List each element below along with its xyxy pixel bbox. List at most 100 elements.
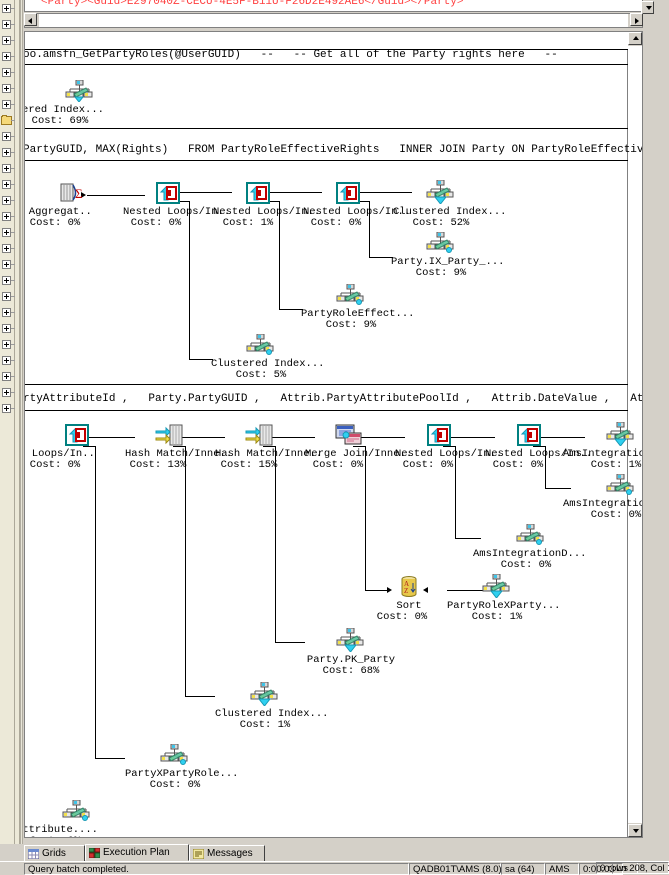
tree-expand-toggle[interactable] [2, 228, 11, 237]
tree-connector [11, 152, 15, 153]
plan-node-label: Party.IX_Party_... [391, 256, 505, 268]
plan-node[interactable]: Nested Loops/In.. Cost: 1% [213, 182, 320, 229]
plan-scroll-up-button[interactable] [628, 32, 642, 45]
tab-grids[interactable]: Grids [24, 845, 85, 861]
tree-expand-toggle[interactable] [2, 36, 11, 45]
plan-node-cost: Cost: 0% [149, 779, 201, 791]
nested-loops-icon [123, 182, 213, 207]
scroll-right-button[interactable] [630, 13, 643, 26]
plan-node[interactable]: PartyRoleXParty... Cost: 1% [447, 573, 560, 623]
connector [365, 446, 366, 590]
results-tab-strip: Grids Execution Plan Messages [0, 844, 669, 861]
pane-splitter-vertical[interactable] [20, 0, 23, 846]
tree-connector [11, 296, 15, 297]
plan-node[interactable]: Clustered Index... Cost: 5% [211, 333, 324, 381]
plan-node[interactable]: Nested Loops/In.. Cost: 0% [303, 182, 410, 229]
tree-connector [11, 376, 15, 377]
plan-scrollbar-track[interactable] [628, 46, 642, 823]
tree-expand-toggle[interactable] [2, 340, 11, 349]
plan-node[interactable]: PartyRoleEffect... Cost: 9% [301, 283, 414, 331]
plan-node[interactable]: Party.IX_Party_... Cost: 9% [391, 231, 505, 279]
tree-expand-toggle[interactable] [2, 164, 11, 173]
plan-node[interactable]: Merge Join/Inne.. Cost: 0% [305, 424, 412, 471]
plan-node[interactable]: Nested Loops/In.. Cost: 0% [485, 424, 592, 471]
results-grid-pane: <Party><Guid>E297040Z-CECU-4E5F-B11U-F26… [24, 0, 643, 12]
plan-node-label: s Aggregat.. [28, 206, 92, 218]
tree-expand-toggle[interactable] [2, 372, 11, 381]
nested-loops-icon [37, 424, 117, 449]
plan-node-label: d Loops/In.. [24, 448, 95, 460]
plan-node-cost: Cost: 9% [415, 267, 467, 279]
plan-node[interactable]: AmsIntegrationD... Cost: 0% [563, 473, 642, 521]
tree-expand-toggle[interactable] [2, 292, 11, 301]
plan-node-cost: Cost: 1% [222, 217, 274, 229]
object-tree-gutter[interactable] [0, 0, 15, 846]
plan-node[interactable]: AmsIntegrationD... Cost: 1% [563, 421, 642, 471]
tree-expand-toggle[interactable] [2, 308, 11, 317]
tree-expand-toggle[interactable] [2, 52, 11, 61]
plan-node[interactable]: ered Index... Cost: 69% [25, 79, 123, 127]
plan-node-cost: Cost: 69% [31, 115, 89, 127]
tree-expand-toggle[interactable] [2, 148, 11, 157]
tree-expand-toggle[interactable] [2, 132, 11, 141]
plan-node[interactable]: Clustered Index... Cost: 1% [215, 681, 328, 731]
tree-expand-toggle[interactable] [2, 68, 11, 77]
tree-expand-toggle[interactable] [2, 388, 11, 397]
plan-node-cost: Cost: 0% [130, 217, 182, 229]
tree-expand-toggle[interactable] [2, 244, 11, 253]
connector [533, 446, 545, 447]
connector [455, 538, 481, 539]
tree-expand-toggle[interactable] [2, 404, 11, 413]
plan-node-cost: Cost: 0% [500, 559, 552, 571]
plan-node-cost: Cost: 15% [220, 459, 278, 471]
plan-node[interactable]: Σ s Aggregat.. Cost: 0% [29, 182, 113, 229]
tab-execution-plan[interactable]: Execution Plan [85, 844, 189, 861]
tree-expand-toggle[interactable] [2, 4, 11, 13]
tree-connector [11, 56, 15, 57]
plan-scroll-down-button[interactable] [628, 824, 642, 837]
tree-expand-toggle[interactable] [2, 100, 11, 109]
plan-node[interactable]: Nested Loops/In.. Cost: 0% [395, 424, 502, 471]
connector [185, 446, 186, 696]
scroll-down-button-top[interactable] [641, 1, 654, 14]
status-caret: Ln 208, Col 1 [612, 862, 669, 874]
connector [87, 195, 145, 196]
tree-expand-toggle[interactable] [2, 196, 11, 205]
tree-expand-toggle[interactable] [2, 180, 11, 189]
tree-expand-toggle[interactable] [2, 356, 11, 365]
plan3-top-rule [25, 384, 628, 385]
plan-node[interactable]: Party.PK_Party Cost: 68% [305, 627, 397, 677]
tab-messages[interactable]: Messages [189, 845, 265, 861]
tree-expand-toggle[interactable] [2, 84, 11, 93]
plan-node[interactable]: Hash Match/Inne.. Cost: 13% [125, 424, 232, 471]
tree-expand-toggle[interactable] [2, 212, 11, 221]
plan2-top-rule [25, 128, 628, 129]
plan-node-cost: Cost: 1% [471, 611, 523, 623]
connector [353, 437, 405, 438]
scrollbar-track[interactable] [39, 14, 628, 27]
stream-aggregate-icon: Σ [33, 182, 113, 207]
plan-node[interactable]: Nested Loops/In.. Cost: 0% [123, 182, 230, 229]
tree-connector [11, 24, 15, 25]
plan-node-cost: Cost: 5% [235, 369, 287, 381]
tree-connector [11, 168, 15, 169]
tree-expand-toggle[interactable] [2, 260, 11, 269]
plan-node[interactable]: Hash Match/Inne.. Cost: 15% [215, 424, 322, 471]
tree-expand-toggle[interactable] [2, 20, 11, 29]
connector [357, 192, 412, 193]
plan-node-cost: Cost: 13% [129, 459, 187, 471]
results-horizontal-scrollbar[interactable] [24, 13, 643, 28]
tree-expand-toggle[interactable] [2, 324, 11, 333]
plan-node[interactable]: Clustered Index... Cost: 52% [393, 179, 506, 229]
plan-node[interactable]: PartyXPartyRole... Cost: 0% [125, 743, 238, 791]
plan-node[interactable]: AmsIntegrationD... Cost: 0% [473, 523, 586, 571]
scroll-left-button[interactable] [24, 13, 37, 26]
plan-node[interactable]: Attribute.... Cost: 0% [25, 799, 117, 837]
index-scan-icon [391, 231, 491, 257]
plan-node-cost: Cost: 1% [239, 719, 291, 731]
connector [447, 590, 489, 591]
status-bar-right [0, 861, 669, 875]
tree-expand-toggle[interactable] [2, 276, 11, 285]
plan-node[interactable]: A Z Sort Cost: 0% [377, 576, 431, 623]
plan-node[interactable]: d Loops/In.. Cost: 0% [25, 424, 117, 471]
